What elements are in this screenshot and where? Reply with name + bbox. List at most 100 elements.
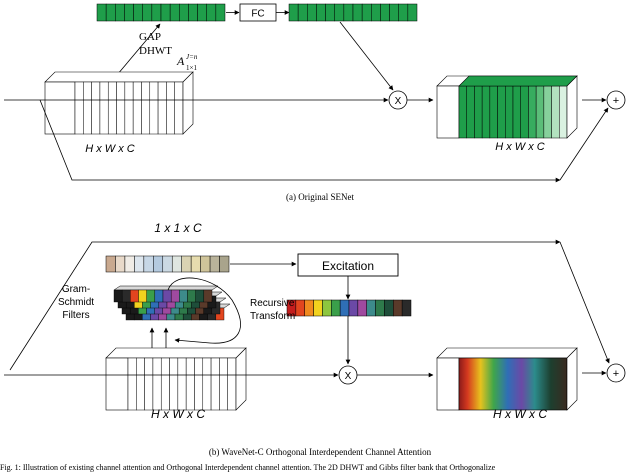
vector-cell [142, 3, 153, 22]
excitation-label: Excitation [322, 259, 374, 273]
attention-vector [286, 299, 412, 317]
output-dims-top: H x W x C [495, 141, 545, 153]
vector-cell [181, 255, 192, 273]
vector-cell [352, 3, 363, 22]
vector-cell [407, 3, 418, 22]
caption-a: (a) Original SENet [286, 192, 354, 202]
vector-cell [339, 299, 350, 317]
vector-cell [366, 299, 376, 317]
output-tensor-bottom [436, 347, 578, 411]
vector-cell [361, 3, 372, 22]
vector-cell [143, 255, 154, 273]
input-tensor-bottom [105, 347, 247, 411]
vector-cell [304, 299, 314, 317]
multiply-label-top: X [395, 96, 402, 107]
input-dims-bottom: H x W x C [151, 407, 205, 421]
recursive-label-1: Recursive [250, 298, 295, 309]
vector-cell [380, 3, 390, 22]
gram-schmidt-filters [113, 285, 231, 321]
vector-cell [401, 299, 412, 317]
vector-cell [160, 3, 171, 22]
tensor-slice [174, 81, 184, 135]
vector-cell [348, 299, 359, 317]
filter-top [113, 285, 219, 291]
tensor-slice [466, 85, 475, 139]
filter-cell [130, 289, 139, 303]
tensor-slice [512, 85, 521, 139]
recursive-loop [167, 277, 241, 344]
caption-b: (b) WaveNet-C Orthogonal Interdependent … [209, 447, 432, 457]
input-dims-top: H x W x C [85, 143, 135, 155]
tensor-slice [219, 357, 228, 411]
tensor-slice [535, 85, 545, 139]
vector-cell [343, 3, 354, 22]
orthogonal-vector [105, 255, 230, 273]
vector-cell [153, 255, 164, 273]
squeeze-vector [96, 3, 226, 22]
vector-cell [215, 3, 226, 22]
vector-cell [393, 299, 403, 317]
filters-label-2: Schmidt [58, 297, 94, 308]
tensor-right-face [566, 347, 578, 411]
vector-cell [105, 3, 116, 22]
tensor-slice [160, 357, 170, 411]
vector-cell [115, 255, 126, 273]
filter-cell [138, 289, 147, 303]
tensor-slice [141, 81, 151, 135]
tensor-slice [458, 85, 467, 139]
vector-cell [190, 255, 201, 273]
vector-cell [171, 255, 182, 273]
tensor-slice [210, 357, 220, 411]
filter-cell [121, 289, 131, 303]
vector-cell [188, 3, 198, 22]
tensor-slice [551, 85, 560, 139]
tensor-top-face [105, 347, 247, 359]
tensor-slice [474, 85, 483, 139]
recursive-label-2: Transform [250, 311, 295, 322]
vector-cell [151, 3, 162, 22]
vector-cell [96, 3, 107, 22]
tensor-slice [149, 81, 159, 135]
filter-cell [170, 289, 180, 303]
vector-cell [313, 299, 323, 317]
tensor-slice [194, 357, 204, 411]
tensor-slice [127, 357, 137, 411]
vector-cell [398, 3, 409, 22]
tensor-slice [202, 357, 212, 411]
residual-down-b [559, 241, 610, 364]
vector-cell [371, 3, 381, 22]
filter-cell [146, 289, 156, 303]
tensor-slice [505, 85, 514, 139]
tensor-slice [83, 81, 92, 135]
tensor-slice [185, 357, 195, 411]
vector-cell [316, 3, 326, 22]
filter-cell [203, 289, 213, 303]
tensor-slice [169, 357, 179, 411]
vector-cell [133, 3, 143, 22]
output-tensor-top [436, 75, 578, 139]
tensor-slice [144, 357, 154, 411]
tensor-rainbow-face [458, 357, 568, 411]
tensor-slice [489, 85, 498, 139]
tensor-slice [166, 81, 175, 135]
excitation-vector [288, 3, 418, 22]
vector-cell [179, 3, 189, 22]
vector-cell [331, 299, 341, 317]
tensor-right-face [235, 347, 247, 411]
input-tensor-top [44, 71, 194, 135]
tensor-slice [497, 85, 506, 139]
tensor-slice [152, 357, 162, 411]
tensor-front-face [436, 357, 460, 411]
vector-cell [375, 299, 385, 317]
vector-cell [134, 255, 145, 273]
tensor-slice [99, 81, 109, 135]
add-node-bottom [606, 363, 626, 383]
vector-cell [334, 3, 345, 22]
tensor-slice [107, 81, 117, 135]
filters-label-3: Filters [62, 310, 89, 321]
residual-path-top-b [9, 239, 561, 371]
a-symbol: A [176, 54, 185, 68]
vector-cell [206, 3, 217, 22]
a-superscript: J=n [186, 53, 198, 61]
tensor-slice [177, 357, 187, 411]
